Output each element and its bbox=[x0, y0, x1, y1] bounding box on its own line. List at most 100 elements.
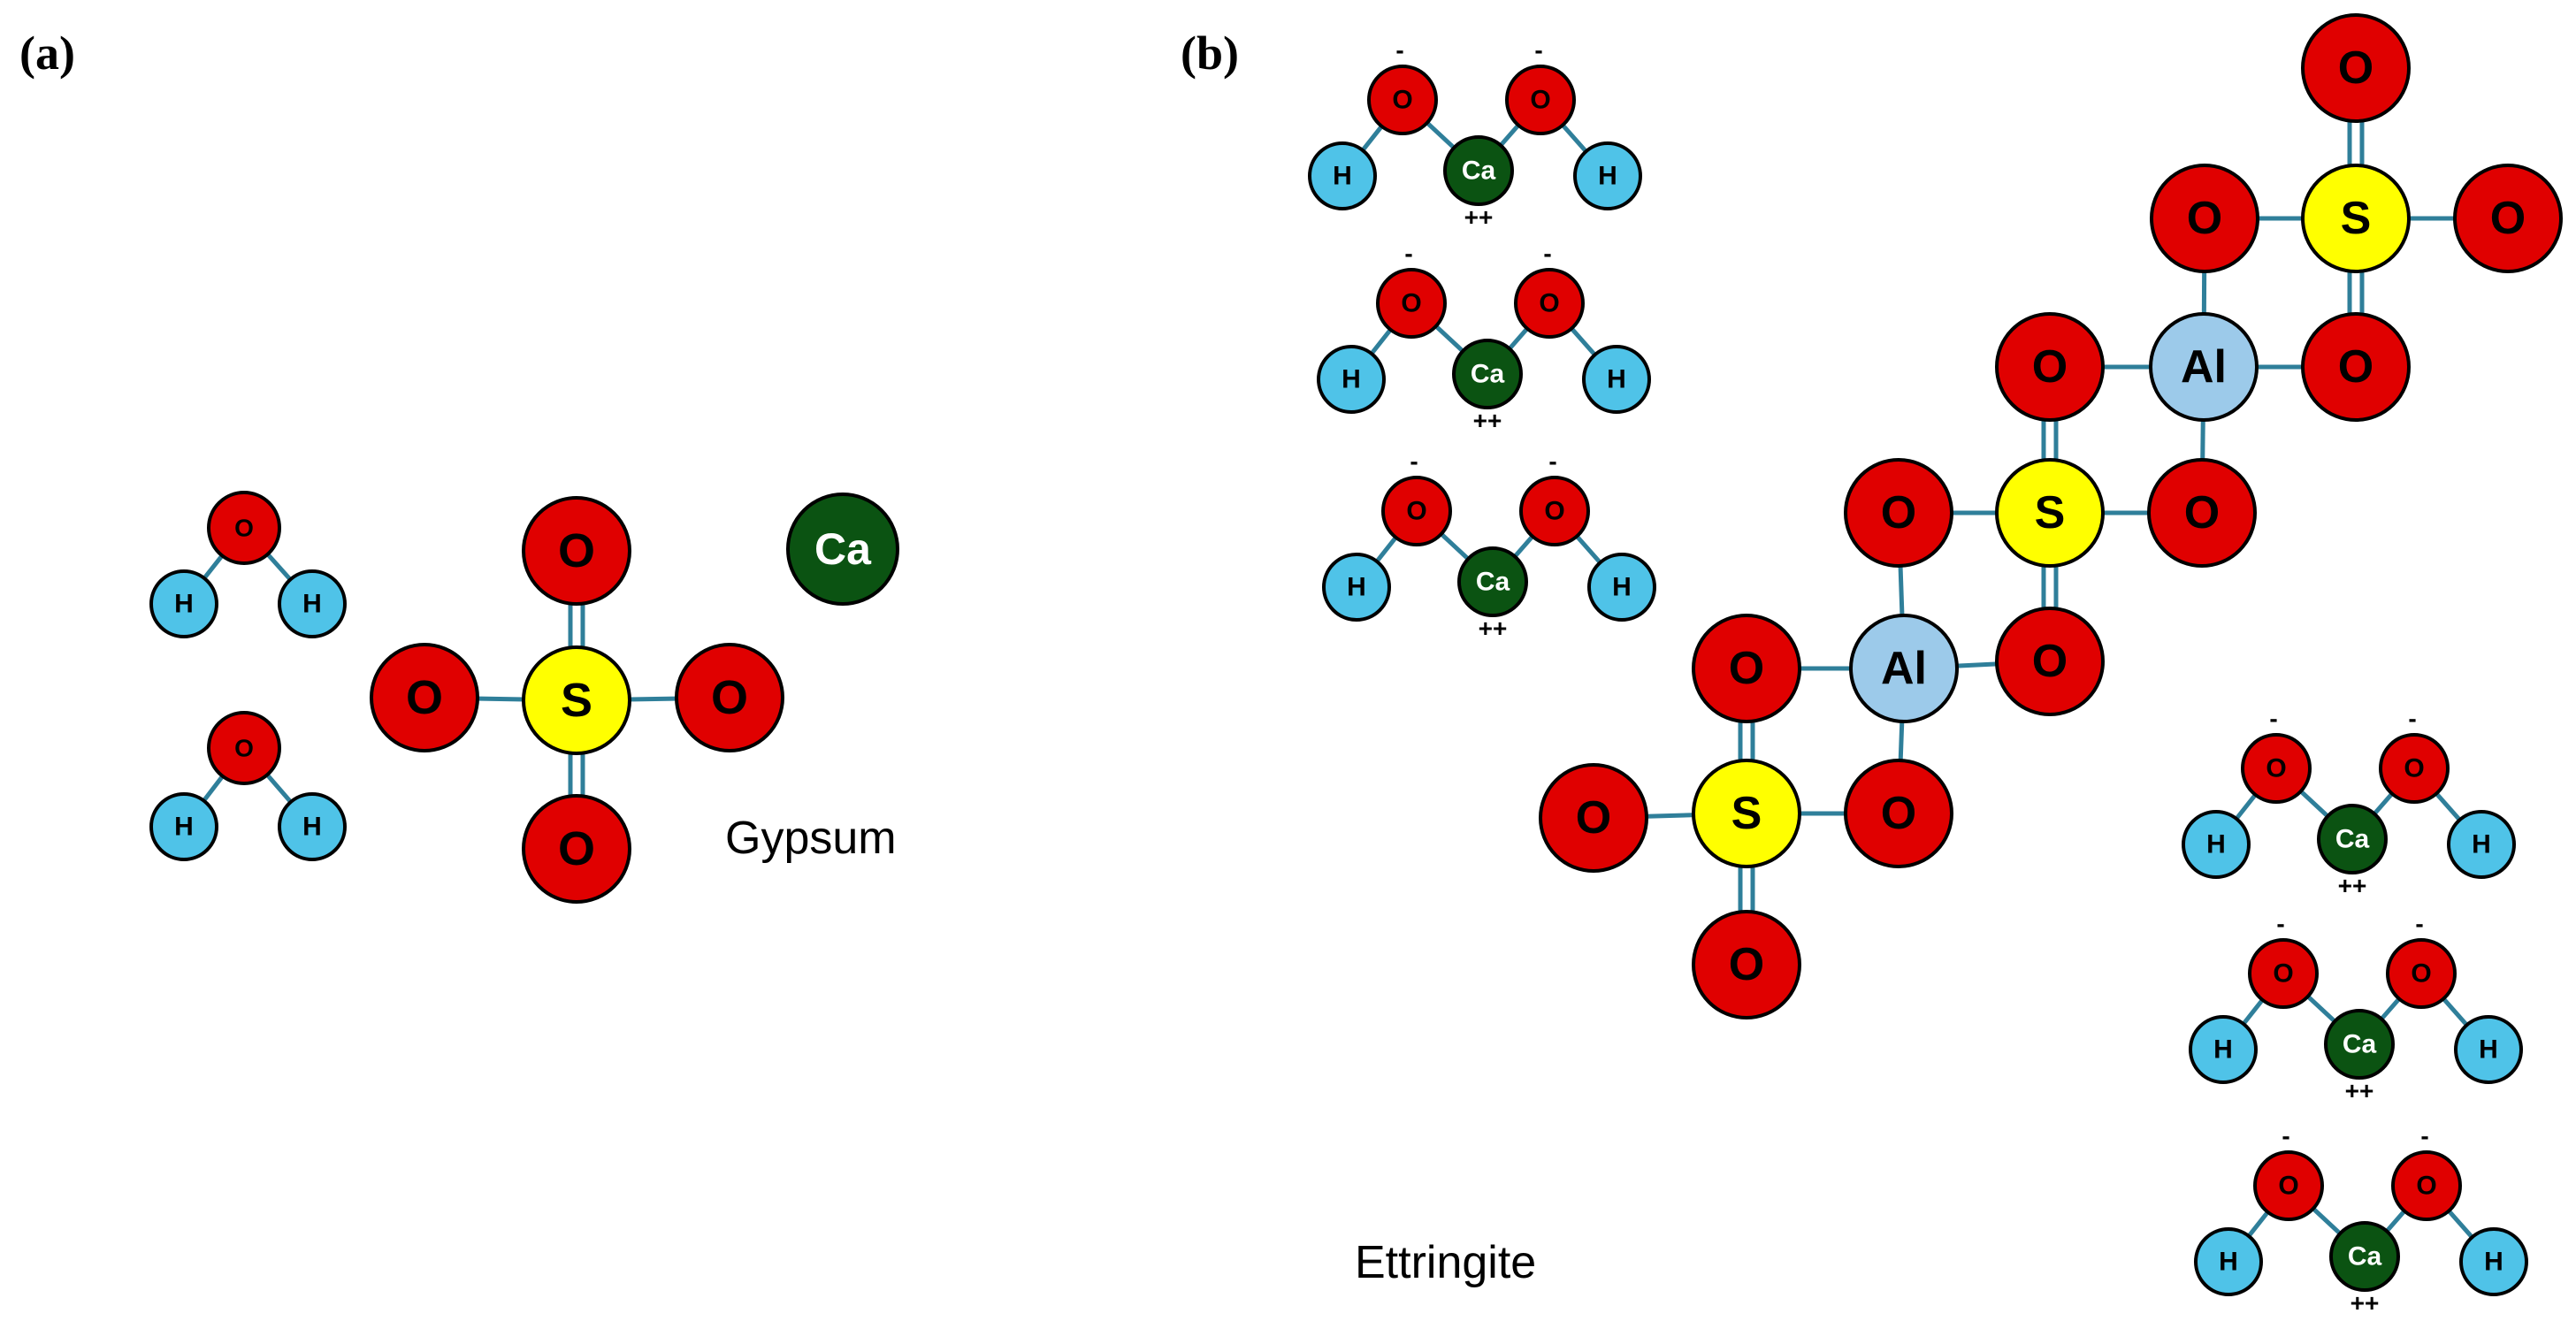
o-symbol: O bbox=[234, 515, 254, 542]
hydroxide-hydrogen-atom: H bbox=[1317, 345, 1386, 414]
calcium-ion-atom: Ca bbox=[1443, 135, 1514, 206]
o-symbol: O bbox=[558, 822, 595, 875]
h-symbol: H bbox=[2219, 1248, 2238, 1277]
negative-charge-label: - bbox=[1534, 36, 1542, 64]
calcium-ion-atom: Ca bbox=[2329, 1221, 2400, 1292]
h-symbol: H bbox=[1612, 573, 1632, 602]
aluminum-atom: Al bbox=[2149, 312, 2259, 422]
negative-charge-label: - bbox=[2408, 705, 2416, 732]
hydroxide-oxygen-atom: O bbox=[2253, 1150, 2324, 1221]
ca-symbol: Ca bbox=[1471, 360, 1505, 389]
negative-charge-label: - bbox=[2269, 705, 2277, 732]
ca-symbol: Ca bbox=[1476, 568, 1510, 597]
hydroxide-hydrogen-atom: H bbox=[2454, 1015, 2523, 1084]
sulfate-oxygen-atom: O bbox=[370, 643, 479, 752]
sulfur-atom: S bbox=[1995, 458, 2105, 568]
o-symbol: O bbox=[2184, 487, 2220, 538]
sulfate-oxygen-atom: O bbox=[522, 496, 631, 606]
h-symbol: H bbox=[1333, 162, 1352, 191]
o-symbol: O bbox=[1729, 939, 1764, 990]
s-symbol: S bbox=[2035, 487, 2066, 538]
ettringite-oxygen-atom: O bbox=[2147, 458, 2257, 568]
hydroxide-hydrogen-atom: H bbox=[1587, 553, 1656, 622]
ca-symbol: Ca bbox=[2335, 825, 2370, 854]
o-symbol: O bbox=[711, 671, 748, 724]
o-symbol: O bbox=[234, 735, 254, 762]
o-symbol: O bbox=[2490, 193, 2526, 244]
sulfate-oxygen-atom: O bbox=[675, 643, 784, 752]
o-symbol: O bbox=[2187, 193, 2222, 244]
s-symbol: S bbox=[561, 674, 592, 727]
ca-symbol: Ca bbox=[2348, 1242, 2382, 1271]
o-symbol: O bbox=[1530, 86, 1550, 115]
sulfur-atom: S bbox=[2301, 164, 2411, 273]
gypsum-caption: Gypsum bbox=[725, 813, 897, 864]
double-positive-charge-label: ++ bbox=[2345, 1077, 2374, 1104]
h-symbol: H bbox=[1347, 573, 1366, 602]
h-symbol: H bbox=[1607, 365, 1626, 394]
calcium-ion-atom: Ca bbox=[2317, 804, 2388, 874]
h-symbol: H bbox=[174, 813, 194, 842]
ettringite-oxygen-atom: O bbox=[2301, 312, 2411, 422]
h-symbol: H bbox=[1342, 365, 1361, 394]
hydroxide-hydrogen-atom: H bbox=[2189, 1015, 2258, 1084]
double-positive-charge-label: ++ bbox=[2351, 1289, 2380, 1317]
double-positive-charge-label: ++ bbox=[1473, 407, 1502, 434]
calcium-atom: Ca bbox=[786, 493, 899, 606]
water-hydrogen-atom: H bbox=[149, 569, 218, 638]
panel-b-label: (b) bbox=[1181, 27, 1239, 80]
ettringite-oxygen-atom: O bbox=[1692, 910, 1801, 1019]
h-symbol: H bbox=[302, 813, 322, 842]
o-symbol: O bbox=[1576, 792, 1611, 844]
ca-symbol: Ca bbox=[1462, 157, 1496, 186]
negative-charge-label: - bbox=[1410, 447, 1418, 475]
calcium-ion-atom: Ca bbox=[1452, 339, 1523, 409]
sulfur-atom: S bbox=[1692, 759, 1801, 868]
negative-charge-label: - bbox=[1543, 240, 1551, 267]
o-symbol: O bbox=[2032, 341, 2068, 393]
h-symbol: H bbox=[2479, 1035, 2498, 1065]
hydroxide-oxygen-atom: O bbox=[1519, 476, 1590, 546]
negative-charge-label: - bbox=[2415, 910, 2423, 937]
ettringite-oxygen-atom: O bbox=[1692, 614, 1801, 723]
o-symbol: O bbox=[2266, 754, 2286, 783]
panel-a-label: (a) bbox=[19, 27, 75, 80]
ettringite-oxygen-atom: O bbox=[2150, 164, 2259, 273]
al-symbol: Al bbox=[1881, 643, 1927, 694]
calcium-ion-atom: Ca bbox=[1457, 546, 1528, 617]
o-symbol: O bbox=[406, 671, 443, 724]
o-symbol: O bbox=[1881, 788, 1916, 839]
h-symbol: H bbox=[302, 590, 322, 619]
double-positive-charge-label: ++ bbox=[1464, 203, 1494, 231]
o-symbol: O bbox=[1401, 289, 1421, 318]
o-symbol: O bbox=[1406, 497, 1426, 526]
double-positive-charge-label: ++ bbox=[2338, 872, 2367, 899]
water-oxygen-atom: O bbox=[207, 491, 281, 565]
hydroxide-oxygen-atom: O bbox=[2241, 733, 2312, 804]
hydroxide-hydrogen-atom: H bbox=[2182, 810, 2251, 879]
hydroxide-oxygen-atom: O bbox=[1505, 65, 1576, 135]
h-symbol: H bbox=[2213, 1035, 2233, 1065]
o-symbol: O bbox=[2416, 1172, 2436, 1201]
o-symbol: O bbox=[2032, 636, 2068, 687]
water-oxygen-atom: O bbox=[207, 711, 281, 785]
water-hydrogen-atom: H bbox=[278, 569, 347, 638]
ettringite-oxygen-atom: O bbox=[1539, 763, 1648, 873]
negative-charge-label: - bbox=[2276, 910, 2284, 937]
o-symbol: O bbox=[2338, 341, 2373, 393]
o-symbol: O bbox=[2273, 959, 2293, 989]
ettringite-oxygen-atom: O bbox=[2301, 13, 2411, 123]
negative-charge-label: - bbox=[1395, 36, 1403, 64]
s-symbol: S bbox=[1731, 788, 1762, 839]
h-symbol: H bbox=[1598, 162, 1617, 191]
negative-charge-label: - bbox=[2282, 1122, 2289, 1149]
charges-layer: --++--++--++--++--++--++ bbox=[1395, 36, 2428, 1317]
hydroxide-hydrogen-atom: H bbox=[1308, 141, 1377, 210]
water-hydrogen-atom: H bbox=[149, 792, 218, 861]
ettringite-oxygen-atom: O bbox=[1844, 458, 1953, 568]
o-symbol: O bbox=[1392, 86, 1412, 115]
hydroxide-oxygen-atom: O bbox=[1376, 268, 1447, 339]
o-symbol: O bbox=[1539, 289, 1559, 318]
negative-charge-label: - bbox=[2420, 1122, 2428, 1149]
